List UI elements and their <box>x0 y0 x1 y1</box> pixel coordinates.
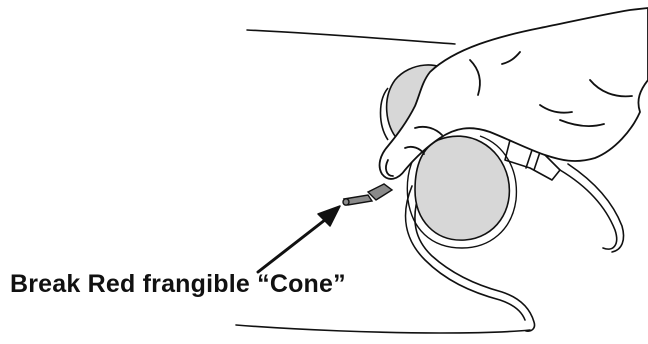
port-band <box>526 150 532 168</box>
hand <box>380 8 648 179</box>
arrow-icon <box>258 206 340 272</box>
outer-bag-lower-outline <box>236 325 530 333</box>
frangible-cone <box>343 184 392 205</box>
instruction-caption: Break Red frangible “Cone” <box>10 268 346 300</box>
tubing-inner <box>568 164 624 252</box>
outer-bag-outline <box>247 30 455 44</box>
lower-bag-lobe <box>415 136 509 240</box>
tubing <box>560 170 617 249</box>
port-band-2 <box>534 152 540 170</box>
